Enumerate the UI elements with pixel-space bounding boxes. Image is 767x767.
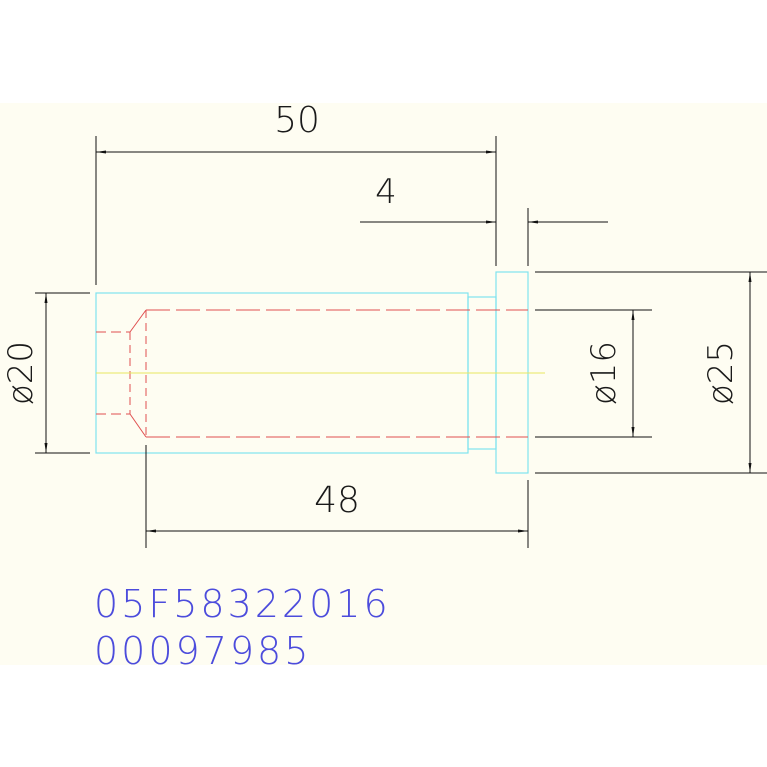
part-code-label: 05F58322016: [94, 582, 391, 626]
dim-text-dia-20: ø20: [1, 341, 41, 405]
dim-text-dia-25: ø25: [701, 341, 741, 405]
dim-text-50: 50: [274, 100, 320, 141]
hidden-bore-lines: [96, 309, 528, 438]
drawing-sheet: [0, 103, 767, 665]
dim-text-4: 4: [375, 172, 397, 212]
dim-text-dia-16: ø16: [584, 341, 624, 405]
dim-text-48: 48: [314, 480, 360, 521]
bore-chamfer-top: [129, 309, 147, 333]
bore-chamfer-bottom: [129, 413, 147, 438]
serial-label: 00097985: [94, 629, 311, 673]
dimension-lines: [35, 136, 767, 548]
